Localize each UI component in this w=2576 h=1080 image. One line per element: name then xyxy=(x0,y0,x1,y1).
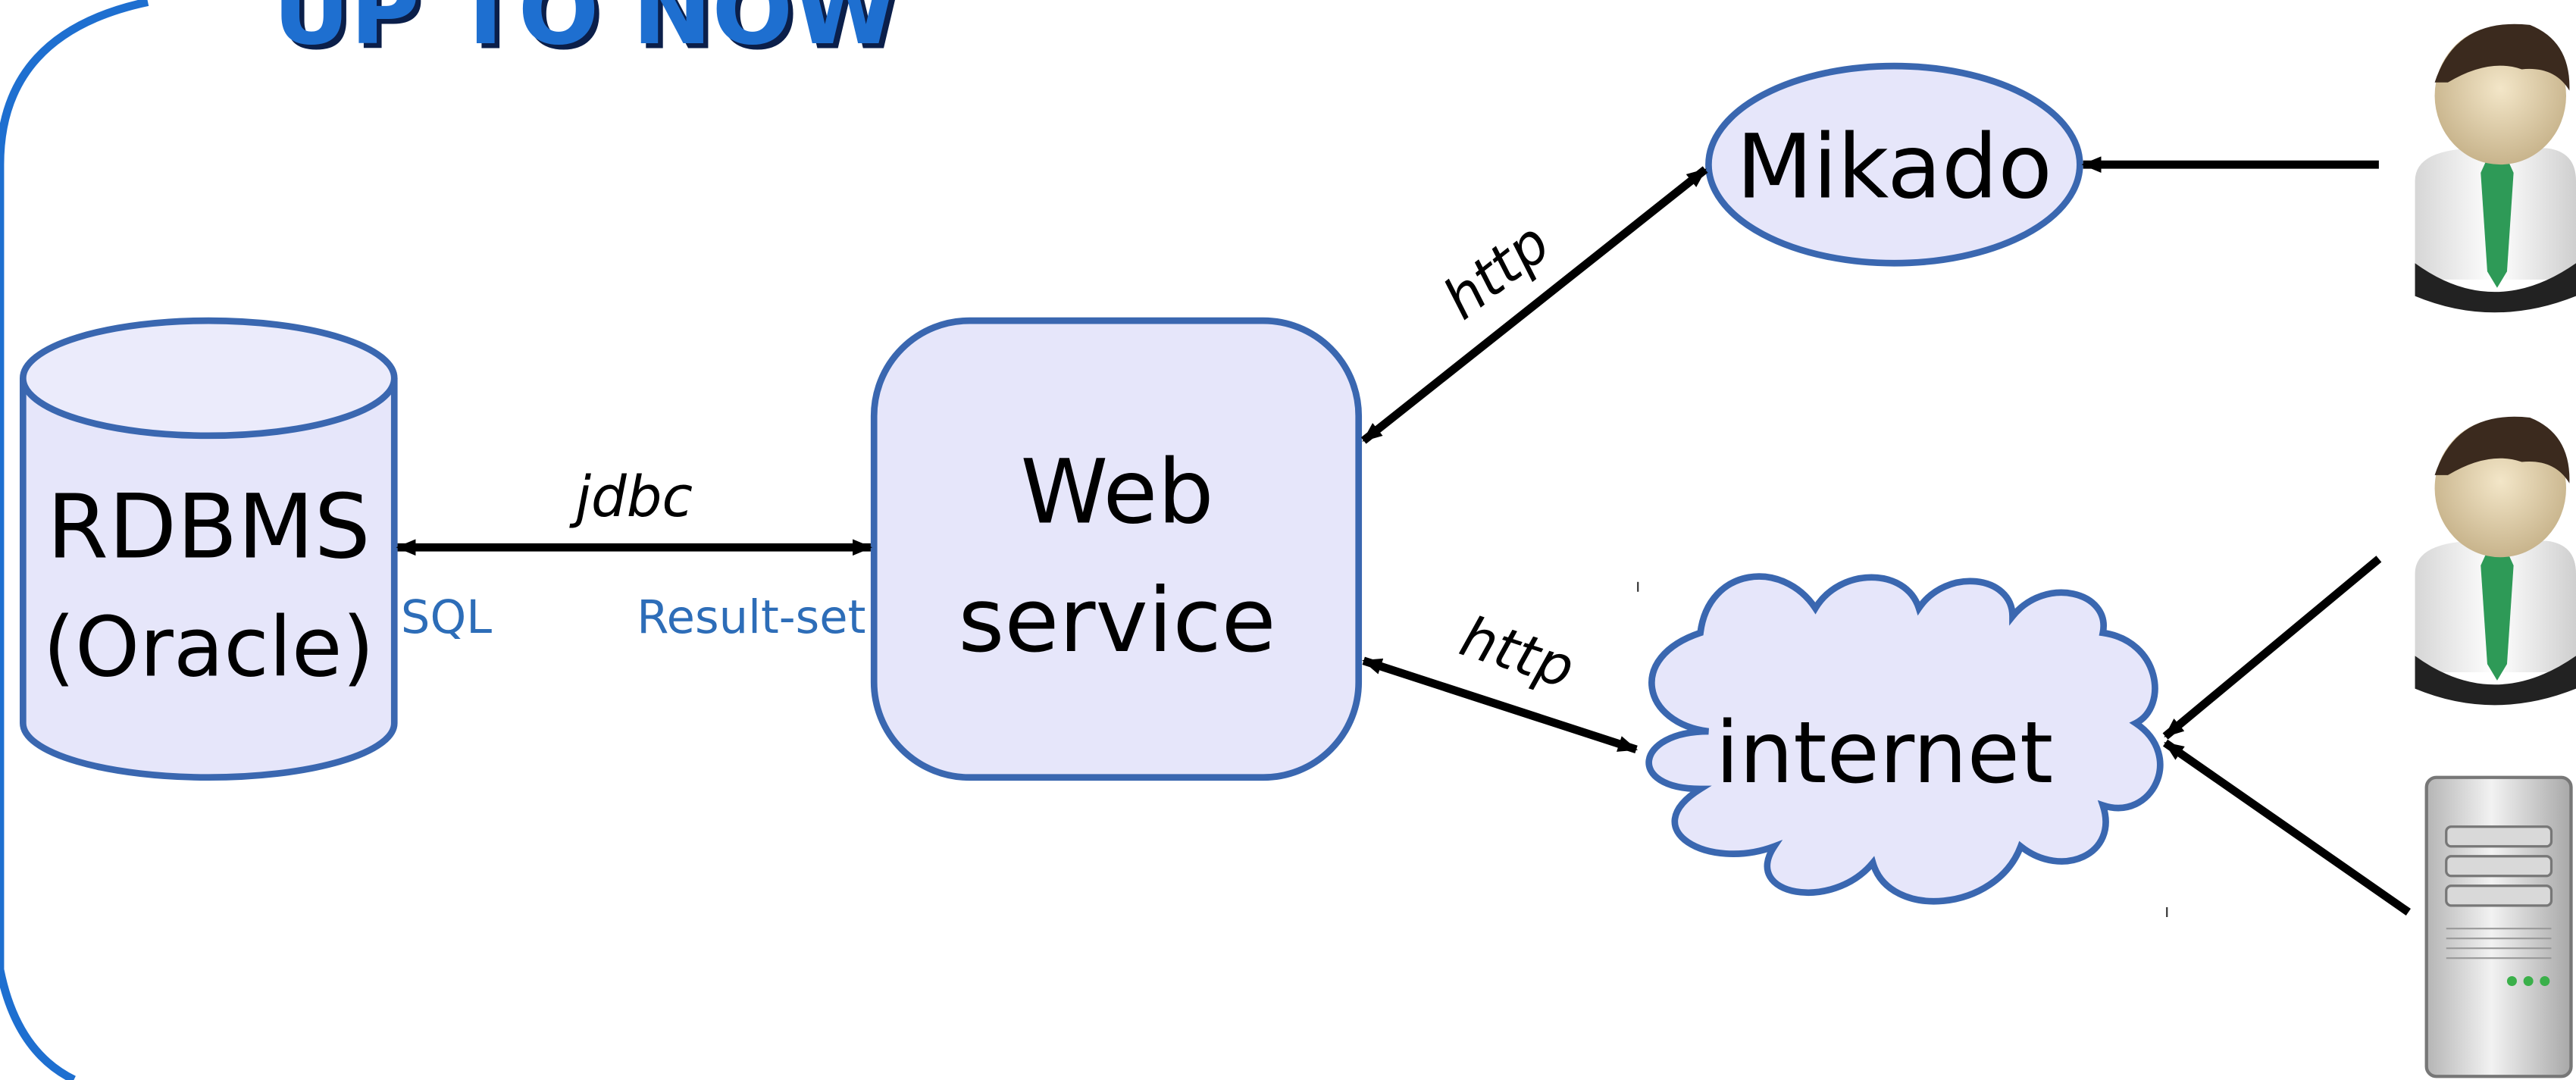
slide-title-shadow: UP TO NOW xyxy=(277,0,903,70)
rdbms-label: RDBMS xyxy=(47,474,371,578)
user-icon xyxy=(2415,23,2576,313)
web-service-label-line2: service xyxy=(958,568,1275,672)
rdbms-sublabel: (Oracle) xyxy=(43,599,374,695)
slide-frame xyxy=(0,0,149,1080)
mikado-label: Mikado xyxy=(1736,115,2052,219)
slide-title: UP TO NOW xyxy=(273,0,898,66)
http-connector-internet: http xyxy=(1362,605,1639,754)
arrow-server-to-internet xyxy=(2162,739,2411,916)
http-connector-mikado: http xyxy=(1360,166,1708,444)
jdbc-label: jdbc xyxy=(568,465,693,530)
web-service-node: Web service xyxy=(870,317,1363,781)
rdbms-database-node: RDBMS (Oracle) xyxy=(20,317,398,781)
internet-cloud-node: internet xyxy=(1645,573,2164,905)
jdbc-connector: jdbc SQL Result-set xyxy=(396,465,873,644)
http-label-top: http xyxy=(1432,211,1562,332)
web-service-label-line1: Web xyxy=(1020,440,1213,544)
server-icon xyxy=(2424,775,2573,1078)
result-set-sublabel: Result-set xyxy=(637,591,865,644)
internet-label: internet xyxy=(1716,703,2054,803)
mikado-node: Mikado xyxy=(1705,62,2083,267)
sql-sublabel: SQL xyxy=(401,591,492,644)
user-icon xyxy=(2415,416,2576,706)
http-label-bottom: http xyxy=(1453,605,1582,702)
arrow-user-to-internet xyxy=(2162,556,2382,740)
